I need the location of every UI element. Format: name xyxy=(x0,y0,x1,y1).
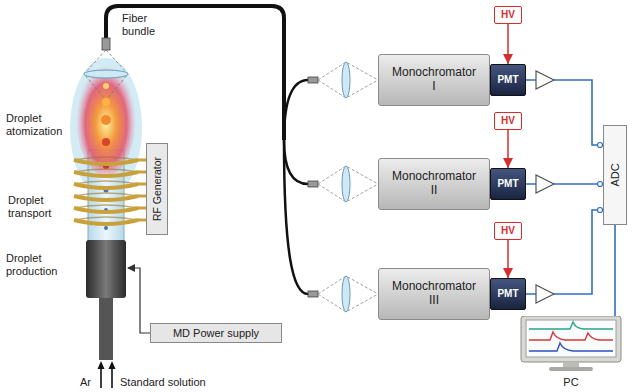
power-wire-arrowhead xyxy=(127,264,135,272)
power-wire xyxy=(128,268,150,333)
node-label: Monochromator II xyxy=(392,170,476,198)
rf-generator-box: RF Generator xyxy=(146,143,168,235)
adc-input-port xyxy=(598,143,603,148)
hv-supply-line xyxy=(507,130,509,168)
lens xyxy=(342,62,350,98)
node-label: PMT xyxy=(497,288,518,300)
pmt-detector: PMT xyxy=(490,168,526,200)
high-voltage-box: HV xyxy=(494,6,522,24)
signal-line xyxy=(526,210,603,294)
light-cone xyxy=(84,50,128,100)
node-label: HV xyxy=(501,225,515,237)
inlet-tube xyxy=(99,298,113,360)
hv-supply-line xyxy=(507,240,509,278)
pmt-detector: PMT xyxy=(490,278,526,310)
fiber-end xyxy=(308,77,318,83)
droplet-generator xyxy=(86,240,126,298)
monochromator-box: Monochromator I xyxy=(378,54,490,106)
fiber-branch xyxy=(284,140,308,294)
inflow-arrowhead xyxy=(109,361,116,369)
fiber-branch xyxy=(284,140,308,184)
lens xyxy=(84,70,128,78)
node-label: ADC xyxy=(609,163,622,186)
rf-coil xyxy=(74,157,146,224)
part-label: Standard solution xyxy=(120,376,206,389)
adc-input-port xyxy=(598,208,603,213)
part-label: Ar xyxy=(80,376,91,389)
monochromator-box: Monochromator II xyxy=(378,158,490,210)
pc-monitor: PC xyxy=(515,316,627,390)
lens xyxy=(342,276,350,312)
signal-line xyxy=(526,80,603,145)
monitor-drawing xyxy=(515,316,627,374)
inflow-arrowhead xyxy=(98,361,105,369)
fiber-branch xyxy=(284,80,308,140)
signal-line xyxy=(614,225,616,316)
adc-input-port xyxy=(598,182,603,187)
pmt-detector: PMT xyxy=(490,64,526,96)
hv-supply-line xyxy=(507,24,509,64)
monitor-neck xyxy=(563,362,579,367)
high-voltage-box: HV xyxy=(494,112,522,130)
monitor-base xyxy=(549,367,593,371)
device-label: PC xyxy=(515,376,627,389)
fiber-end xyxy=(308,181,318,187)
fiber-end xyxy=(308,291,318,297)
part-label: Fiber bundle xyxy=(122,12,155,37)
inflow-arrow xyxy=(101,368,112,388)
monitor-frame xyxy=(521,316,621,362)
power-supply-box: MD Power supply xyxy=(150,323,282,343)
light-cone xyxy=(318,62,378,312)
node-label: MD Power supply xyxy=(173,327,259,340)
signal-trace xyxy=(529,322,613,329)
part-label: Droplet atomization xyxy=(6,112,62,137)
adc-box: ADC xyxy=(603,125,627,225)
amplifier-symbol xyxy=(536,71,554,89)
monitor-screen xyxy=(526,320,616,357)
part-label: Droplet production xyxy=(6,252,57,277)
node-label: Monochromator I xyxy=(392,66,476,94)
node-label: PMT xyxy=(497,74,518,86)
signal-trace xyxy=(529,343,613,351)
signal-trace xyxy=(529,332,613,340)
node-label: HV xyxy=(501,115,515,127)
node-label: HV xyxy=(501,9,515,21)
high-voltage-box: HV xyxy=(494,222,522,240)
fiber-tip xyxy=(102,38,110,50)
amplifier-symbol xyxy=(536,285,554,303)
node-label: PMT xyxy=(497,178,518,190)
lens xyxy=(342,166,350,202)
monochromator-box: Monochromator III xyxy=(378,268,490,320)
node-label: RF Generator xyxy=(151,157,163,221)
part-label: Droplet transport xyxy=(8,194,51,219)
amplifier-symbol xyxy=(536,175,554,193)
node-label: Monochromator III xyxy=(392,280,476,308)
